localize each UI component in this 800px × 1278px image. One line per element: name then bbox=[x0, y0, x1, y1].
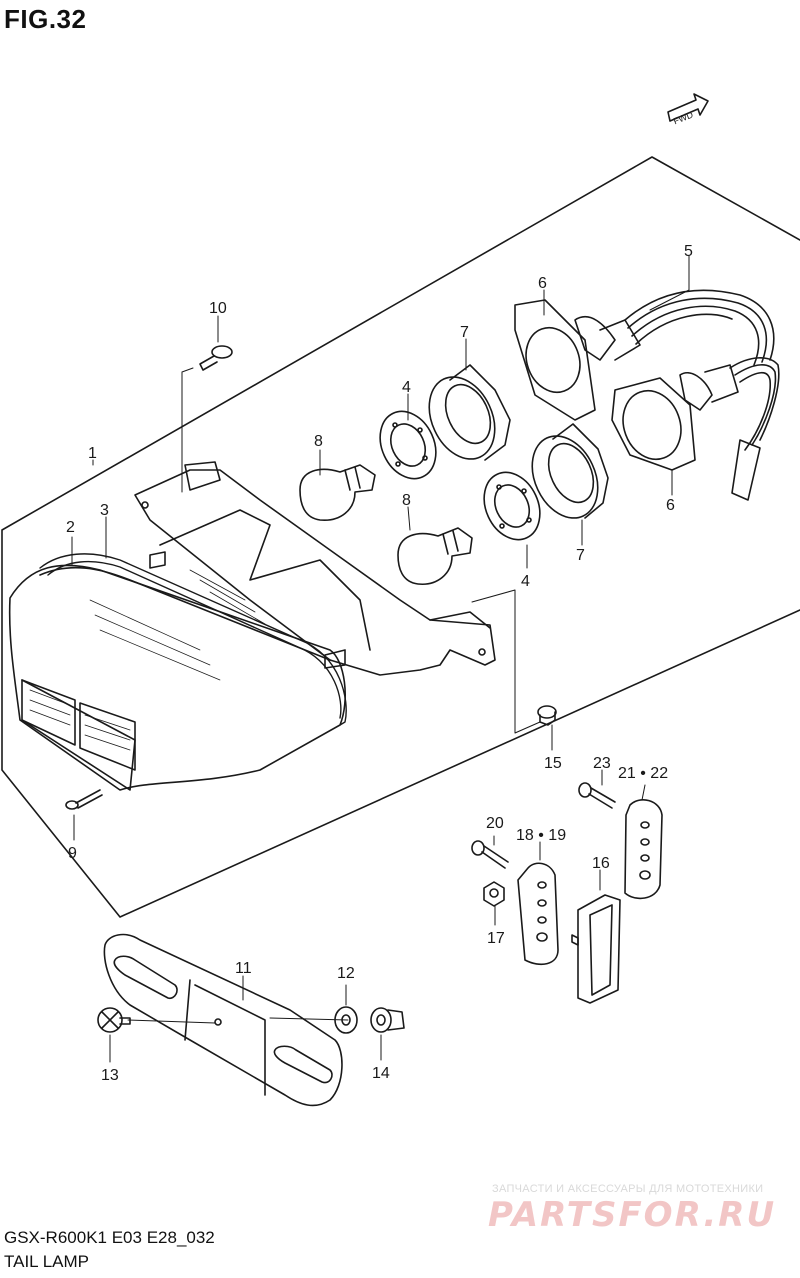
screw-20 bbox=[471, 840, 509, 869]
screw-9 bbox=[65, 789, 103, 810]
callout-8a: 8 bbox=[314, 433, 323, 450]
washer-12 bbox=[334, 1006, 358, 1034]
reflector-bracket-11 bbox=[103, 933, 343, 1107]
bulb-8-lower bbox=[397, 527, 473, 585]
callout-9: 9 bbox=[68, 845, 77, 862]
callout-21-22: 21 • 22 bbox=[618, 765, 668, 782]
socket-ring-4-lower bbox=[483, 471, 541, 541]
screw-10 bbox=[199, 345, 233, 371]
model-code: GSX-R600K1 E03 E28_032 bbox=[4, 1228, 215, 1247]
reflector-21-22 bbox=[624, 799, 663, 900]
callout-12: 12 bbox=[337, 965, 355, 982]
callout-20: 20 bbox=[486, 815, 504, 832]
callout-11: 11 bbox=[235, 960, 252, 977]
bolt-13 bbox=[97, 1007, 131, 1033]
socket-ring-4-upper bbox=[379, 410, 437, 480]
callout-14: 14 bbox=[372, 1065, 390, 1082]
fwd-arrow-icon: FWD bbox=[667, 93, 709, 126]
lens-gasket bbox=[39, 553, 347, 726]
callout-4b: 4 bbox=[521, 573, 530, 590]
callout-13: 13 bbox=[101, 1067, 119, 1084]
callout-18-19: 18 • 19 bbox=[516, 827, 566, 844]
bolt-15 bbox=[537, 705, 557, 726]
figure-caption: TAIL LAMP bbox=[4, 1252, 90, 1271]
callout-10: 10 bbox=[209, 300, 227, 317]
callout-3: 3 bbox=[100, 502, 109, 519]
tail-lamp-lens bbox=[8, 564, 346, 791]
reflector-16 bbox=[571, 894, 621, 1004]
callout-7b: 7 bbox=[576, 547, 585, 564]
callout-15: 15 bbox=[544, 755, 562, 772]
callout-5: 5 bbox=[684, 243, 693, 260]
callout-6b: 6 bbox=[666, 497, 675, 514]
reflector-18-19 bbox=[517, 862, 559, 966]
assembly-outline bbox=[1, 156, 800, 918]
callout-1: 1 bbox=[88, 445, 97, 462]
figure-title: FIG.32 bbox=[4, 4, 87, 34]
wiring-harness-5 bbox=[574, 289, 780, 501]
watermark-brand-logo: PARTSFOR.RU bbox=[488, 1195, 777, 1235]
callout-6a: 6 bbox=[538, 275, 547, 292]
bulb-8-upper bbox=[299, 464, 376, 521]
gasket-6-upper bbox=[514, 299, 596, 421]
nut-17 bbox=[483, 881, 505, 907]
gasket-6-lower bbox=[611, 377, 696, 471]
callout-2: 2 bbox=[66, 519, 75, 536]
nut-14 bbox=[370, 1007, 405, 1033]
leader-lines bbox=[71, 255, 690, 1063]
watermark-tagline: ЗАПЧАСТИ И АКСЕССУАРЫ ДЛЯ МОТОТЕХНИКИ bbox=[492, 1183, 764, 1195]
callout-4a: 4 bbox=[402, 379, 411, 396]
bulb-socket-7-lower bbox=[531, 423, 609, 519]
bulb-socket-7-upper bbox=[428, 364, 511, 461]
callout-8b: 8 bbox=[402, 492, 411, 509]
callout-23: 23 bbox=[593, 755, 611, 772]
screw-23 bbox=[578, 782, 616, 809]
callout-labels: 1 2 3 4 4 5 6 6 7 7 8 8 9 10 11 12 13 14… bbox=[66, 243, 693, 1084]
callout-17: 17 bbox=[487, 930, 505, 947]
callout-16: 16 bbox=[592, 855, 610, 872]
callout-7a: 7 bbox=[460, 324, 469, 341]
tail-lamp-housing bbox=[134, 461, 496, 676]
